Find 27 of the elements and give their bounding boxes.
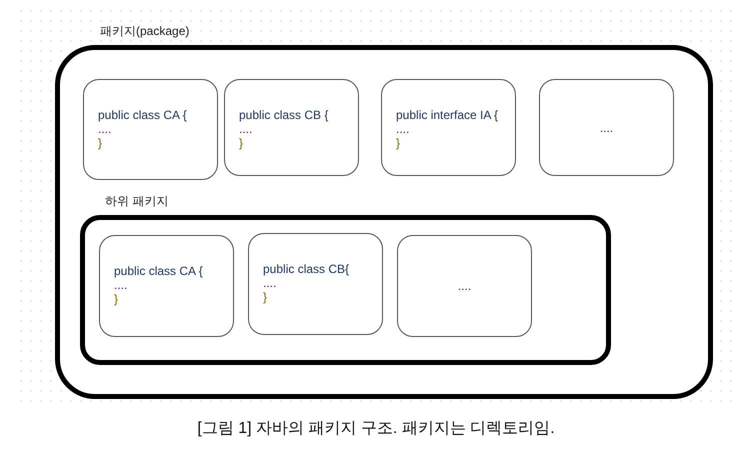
code-line: public class CB { (239, 108, 328, 122)
closing-brace: } (239, 136, 244, 150)
ellipsis-text: .... (114, 278, 128, 292)
class-box (83, 79, 218, 180)
class-box (248, 233, 383, 335)
code-line: public interface IA { (396, 108, 498, 122)
ellipsis-text: .... (98, 122, 112, 136)
code-line: public class CB{ (263, 262, 350, 276)
class-box (224, 79, 359, 176)
ellipsis-text: .... (263, 276, 276, 290)
package-label: 패키지(package) (100, 23, 190, 40)
class-box (397, 235, 532, 337)
closing-brace: } (263, 290, 268, 304)
ellipsis-text: .... (239, 122, 252, 136)
class-box (99, 235, 234, 337)
closing-brace: } (114, 292, 118, 306)
closing-brace: } (98, 136, 102, 150)
package-label: 하위 패키지 (105, 193, 168, 210)
code-line: public class CA { (114, 264, 203, 278)
closing-brace: } (396, 136, 400, 150)
ellipsis-text: .... (396, 122, 410, 136)
ellipsis-text: .... (600, 120, 614, 134)
ellipsis-text: .... (458, 279, 472, 293)
code-line: public class CA { (98, 108, 187, 122)
class-box (539, 79, 674, 176)
class-box (381, 79, 516, 176)
caption: [그림 1] 자바의 패키지 구조. 패키지는 디렉토리임. (196, 419, 556, 439)
